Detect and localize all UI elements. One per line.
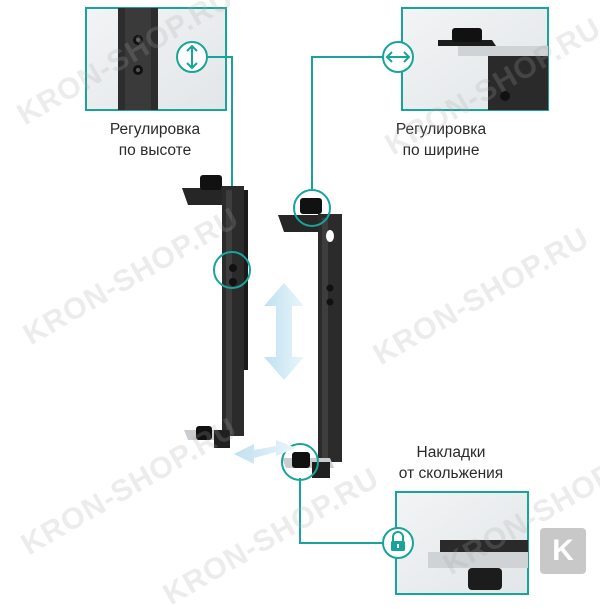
horizontal-adjust-arrow — [234, 440, 296, 464]
height-adjust-label: Регулировка по высоте — [70, 119, 240, 161]
vertical-adjust-arrow — [264, 283, 304, 380]
width-callout-circle — [293, 189, 331, 227]
right-bracket — [278, 198, 342, 478]
illustration-canvas — [85, 7, 549, 595]
anti-slip-pads-label-line1: Накладки — [416, 444, 486, 461]
anti-slip-pads-label: Накладки от скольжения — [366, 442, 536, 484]
pads-detail-inset — [395, 491, 529, 595]
vertical-arrow-icon — [176, 41, 208, 73]
left-bracket — [182, 175, 248, 448]
width-detail-inset — [401, 7, 549, 111]
horizontal-arrow-icon — [382, 41, 414, 73]
shop-logo: K — [540, 528, 586, 574]
width-adjust-label: Регулировка по ширине — [356, 119, 526, 161]
width-adjust-label-line2: по ширине — [402, 142, 480, 159]
product-illustration: Регулировка по высоте Регулировка по шир… — [12, 0, 600, 612]
height-callout-circle — [213, 251, 251, 289]
height-adjust-label-line1: Регулировка — [109, 121, 201, 138]
pads-callout-circle — [281, 443, 319, 481]
width-adjust-label-line1: Регулировка — [395, 121, 487, 138]
height-adjust-label-line2: по высоте — [118, 142, 192, 159]
lock-icon — [382, 527, 414, 559]
anti-slip-pads-label-line2: от скольжения — [398, 465, 504, 482]
